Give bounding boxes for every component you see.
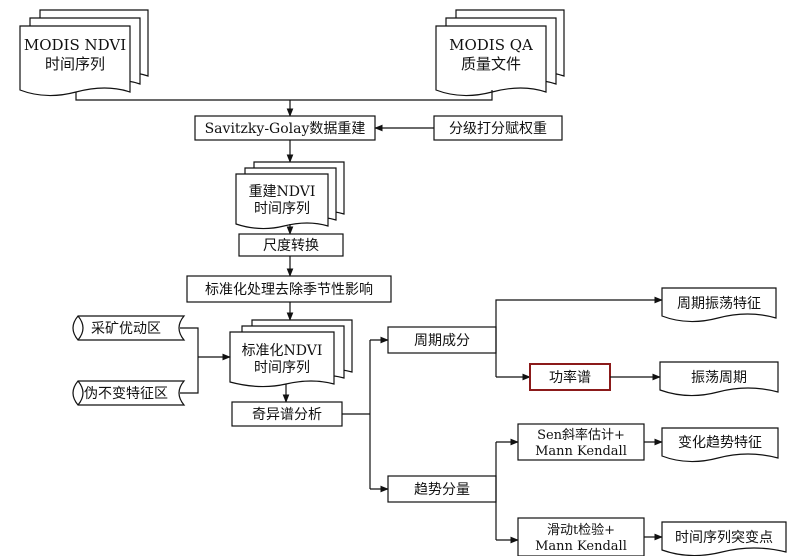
merge-line xyxy=(75,90,493,101)
modis-qa-line1: MODIS QA xyxy=(449,36,533,54)
scale-convert-label: 尺度转换 xyxy=(263,237,319,254)
invariant-area-scroll xyxy=(72,380,186,406)
breakpoint-doc xyxy=(661,521,787,556)
std-ndvi-line2: 时间序列 xyxy=(254,360,310,376)
ssa-label: 奇异谱分析 xyxy=(252,406,322,423)
standardize-box xyxy=(186,275,392,303)
sliding-mk-line2: Mann Kendall xyxy=(535,539,627,554)
sg-rebuild-label: Savitzky-Golay数据重建 xyxy=(205,121,366,137)
sen-mk-line1: Sen斜率估计+ xyxy=(537,427,625,443)
ssa-box xyxy=(231,401,343,427)
sg-rebuild-box xyxy=(194,115,376,141)
sliding-mk-box xyxy=(517,517,645,556)
osc-period-label: 振荡周期 xyxy=(691,370,747,386)
arrow-to-osc-feature xyxy=(495,296,663,340)
std-ndvi-doc xyxy=(229,319,353,388)
rebuilt-ndvi-line2: 时间序列 xyxy=(254,201,310,217)
trend-component-label: 趋势分量 xyxy=(414,482,470,498)
power-spectrum-box xyxy=(529,363,611,391)
mining-area-scroll xyxy=(72,315,186,341)
rebuilt-ndvi-doc xyxy=(235,161,345,230)
modis-ndvi-line1: MODIS NDVI xyxy=(24,36,126,54)
breakpoint-label: 时间序列突变点 xyxy=(675,530,773,546)
osc-period-doc xyxy=(659,361,779,397)
modis-qa-line2: 质量文件 xyxy=(461,55,521,73)
osc-feature-doc xyxy=(661,287,777,323)
trend-component-box xyxy=(387,475,497,503)
sliding-mk-line1: 滑动t检验+ xyxy=(547,522,615,538)
change-trend-label: 变化趋势特征 xyxy=(678,435,762,451)
grade-weight-label: 分级打分赋权重 xyxy=(449,120,547,137)
change-trend-doc xyxy=(661,427,779,463)
period-component-box xyxy=(387,326,497,354)
sen-mk-line2: Mann Kendall xyxy=(535,444,627,459)
mining-area-label: 采矿优动区 xyxy=(91,321,161,337)
invariant-area-label: 伪不变特征区 xyxy=(84,386,168,402)
modis-ndvi-doc xyxy=(19,9,149,97)
modis-qa-doc xyxy=(435,9,565,97)
standardize-label: 标准化处理去除季节性影响 xyxy=(205,282,373,298)
osc-feature-label: 周期振荡特征 xyxy=(677,296,761,312)
rebuilt-ndvi-line1: 重建NDVI xyxy=(249,184,316,200)
scale-convert-box xyxy=(238,233,344,257)
input-bracket xyxy=(180,327,199,394)
power-spectrum-label: 功率谱 xyxy=(549,369,591,386)
std-ndvi-line1: 标准化NDVI xyxy=(242,343,323,359)
modis-ndvi-line2: 时间序列 xyxy=(45,55,105,73)
period-component-label: 周期成分 xyxy=(414,333,470,349)
